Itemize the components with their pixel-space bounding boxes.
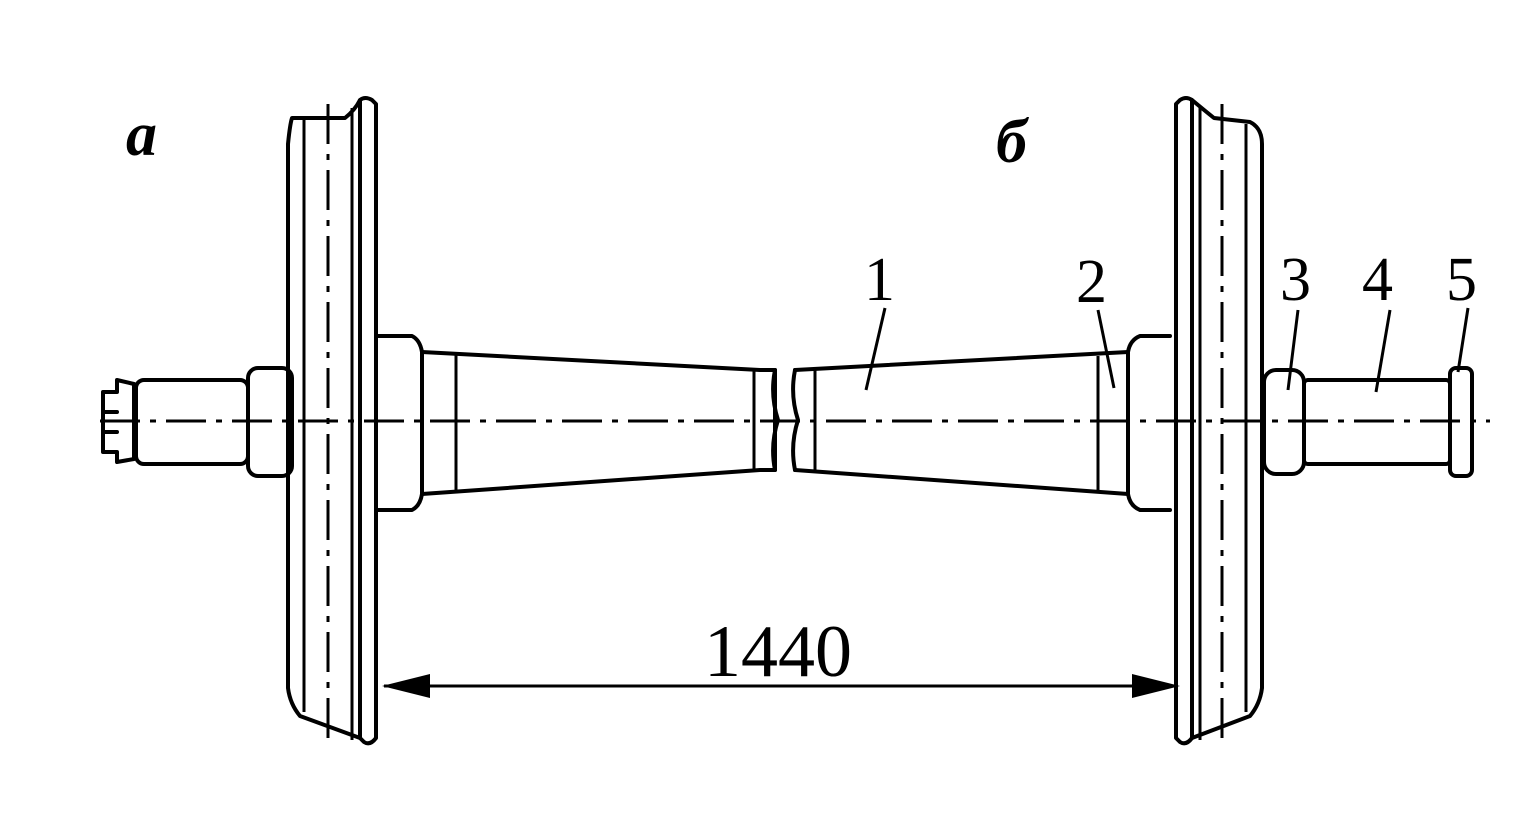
leader-2 [1096,309,1116,389]
part-label-4: 4 [1362,246,1393,314]
dimension-arrow [382,674,1180,698]
part-label-3: 3 [1280,246,1311,314]
left-wheel [286,96,378,746]
leader-5 [1456,307,1470,373]
panel-label-b: б [996,108,1029,176]
part-label-5: 5 [1446,246,1477,314]
leader-4 [1374,309,1392,393]
axle-break [771,368,800,472]
left-journal-end [101,366,294,478]
left-hub [376,334,777,512]
leader-lines [864,307,1470,393]
right-wheel [1174,96,1264,746]
right-axle-body [793,350,1130,496]
leader-1 [864,307,887,391]
dimension-label: 1440 [704,611,852,693]
part-label-2: 2 [1076,248,1107,316]
panel-label-a: a [126,101,157,169]
leader-3 [1286,309,1300,391]
arrow-right-head [1132,674,1180,698]
right-hub [1126,334,1172,512]
arrow-left-head [382,674,430,698]
part-label-1: 1 [864,246,895,314]
